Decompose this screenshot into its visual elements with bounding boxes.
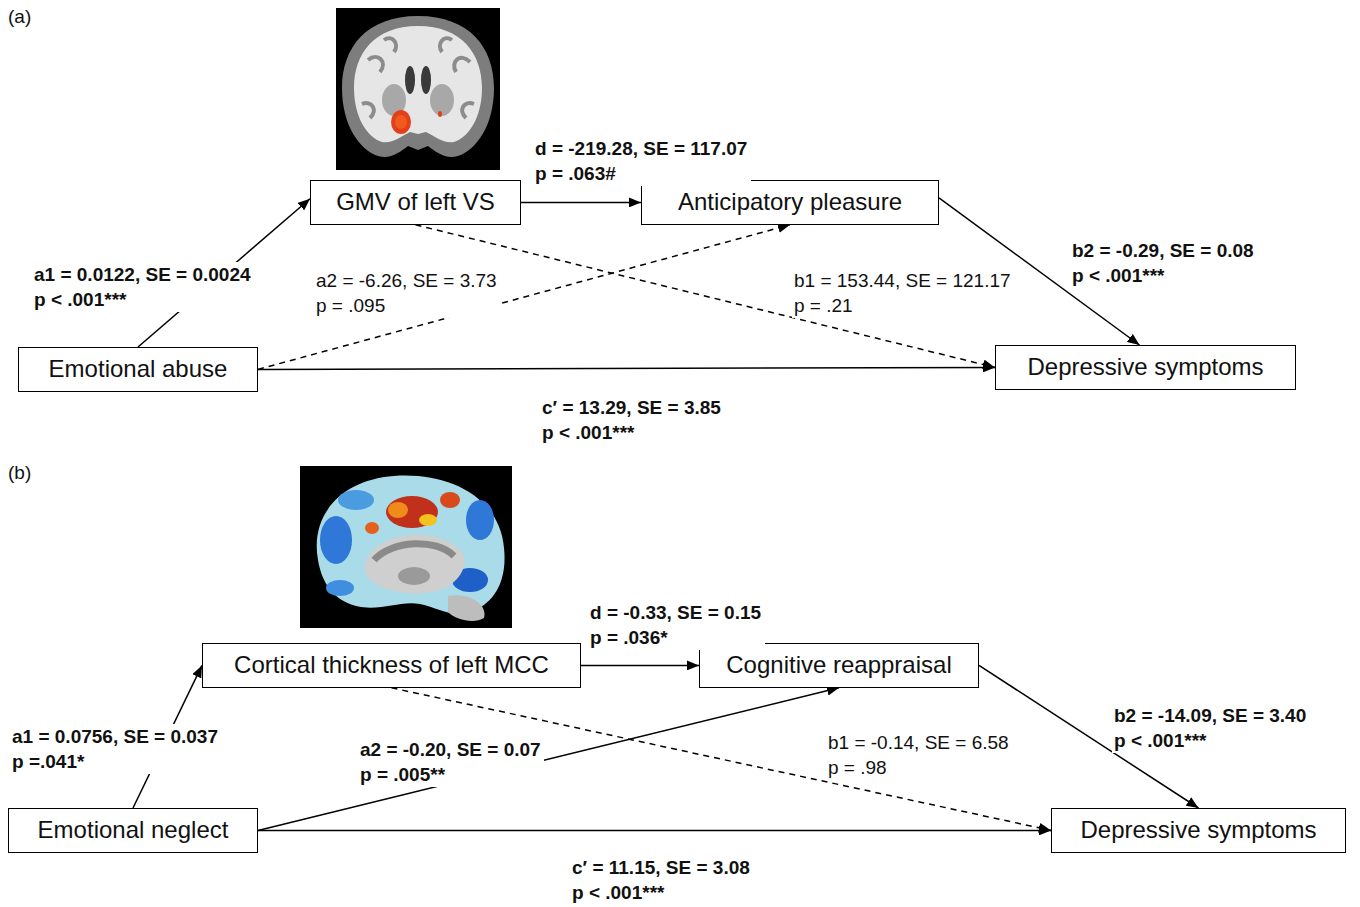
variable-box: Cortical thickness of left MCC [202, 643, 581, 688]
variable-box: Depressive symptoms [1051, 808, 1346, 853]
variable-box: Anticipatory pleasure [641, 180, 939, 225]
path-coefficient: c′ = 11.15, SE = 3.08 p < .001*** [570, 855, 753, 905]
path-coefficient: a2 = -6.26, SE = 3.73 p = .095 [314, 268, 500, 318]
path-coefficient: d = -0.33, SE = 0.15 p = .036* [588, 600, 765, 650]
path-coefficient: d = -219.28, SE = 117.07 p = .063# [533, 136, 751, 186]
path-coefficient: a2 = -0.20, SE = 0.07 p = .005** [358, 737, 544, 787]
path-arrow [258, 830, 1051, 832]
path-arrow [581, 665, 699, 667]
path-coefficient: b1 = -0.14, SE = 6.58 p = .98 [826, 730, 1012, 780]
path-coefficient: b1 = 153.44, SE = 121.17 p = .21 [792, 268, 1014, 318]
path-arrow [521, 202, 641, 204]
path-coefficient: b2 = -14.09, SE = 3.40 p < .001*** [1112, 703, 1310, 753]
panel-letter: (a) [8, 6, 31, 29]
path-arrow [258, 367, 995, 369]
variable-box: GMV of left VS [310, 180, 521, 225]
box-label: Emotional neglect [21, 816, 245, 845]
path-coefficient: a1 = 0.0122, SE = 0.0024 p < .001*** [32, 262, 254, 312]
panel-letter: (b) [8, 462, 31, 485]
path-coefficient: c′ = 13.29, SE = 3.85 p < .001*** [540, 395, 724, 445]
variable-box: Depressive symptoms [995, 345, 1296, 390]
box-label: Anticipatory pleasure [654, 188, 926, 217]
box-label: Cortical thickness of left MCC [215, 651, 568, 680]
box-label: Depressive symptoms [1064, 816, 1333, 845]
path-arrow [258, 688, 839, 831]
box-label: Emotional abuse [31, 355, 245, 384]
variable-box: Emotional neglect [8, 808, 258, 853]
path-coefficient: b2 = -0.29, SE = 0.08 p < .001*** [1070, 238, 1257, 288]
path-arrow [258, 225, 790, 370]
variable-box: Emotional abuse [18, 347, 258, 392]
box-label: Depressive symptoms [1008, 353, 1283, 382]
box-label: GMV of left VS [323, 188, 508, 217]
path-coefficient: a1 = 0.0756, SE = 0.037 p =.041* [10, 724, 222, 774]
box-label: Cognitive reappraisal [712, 651, 966, 680]
